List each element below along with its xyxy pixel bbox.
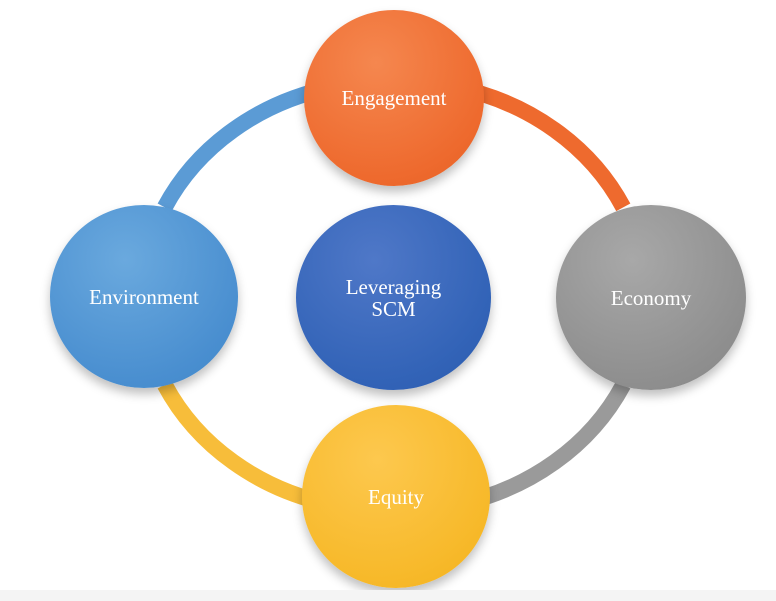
center-label: Leveraging SCM [346,276,442,320]
node-engagement: Engagement [304,10,484,186]
center-label-line2: SCM [371,296,416,321]
node-economy-label: Economy [610,285,692,310]
node-environment-label: Environment [89,284,199,309]
bottom-strip [0,590,776,601]
node-environment: Environment [50,205,238,388]
center-label-line1: Leveraging [345,274,442,299]
node-equity-label: Equity [368,484,424,509]
node-economy: Economy [556,205,746,390]
node-equity: Equity [302,405,490,588]
node-engagement-label: Engagement [341,86,447,110]
node-center: Leveraging SCM [296,205,491,390]
